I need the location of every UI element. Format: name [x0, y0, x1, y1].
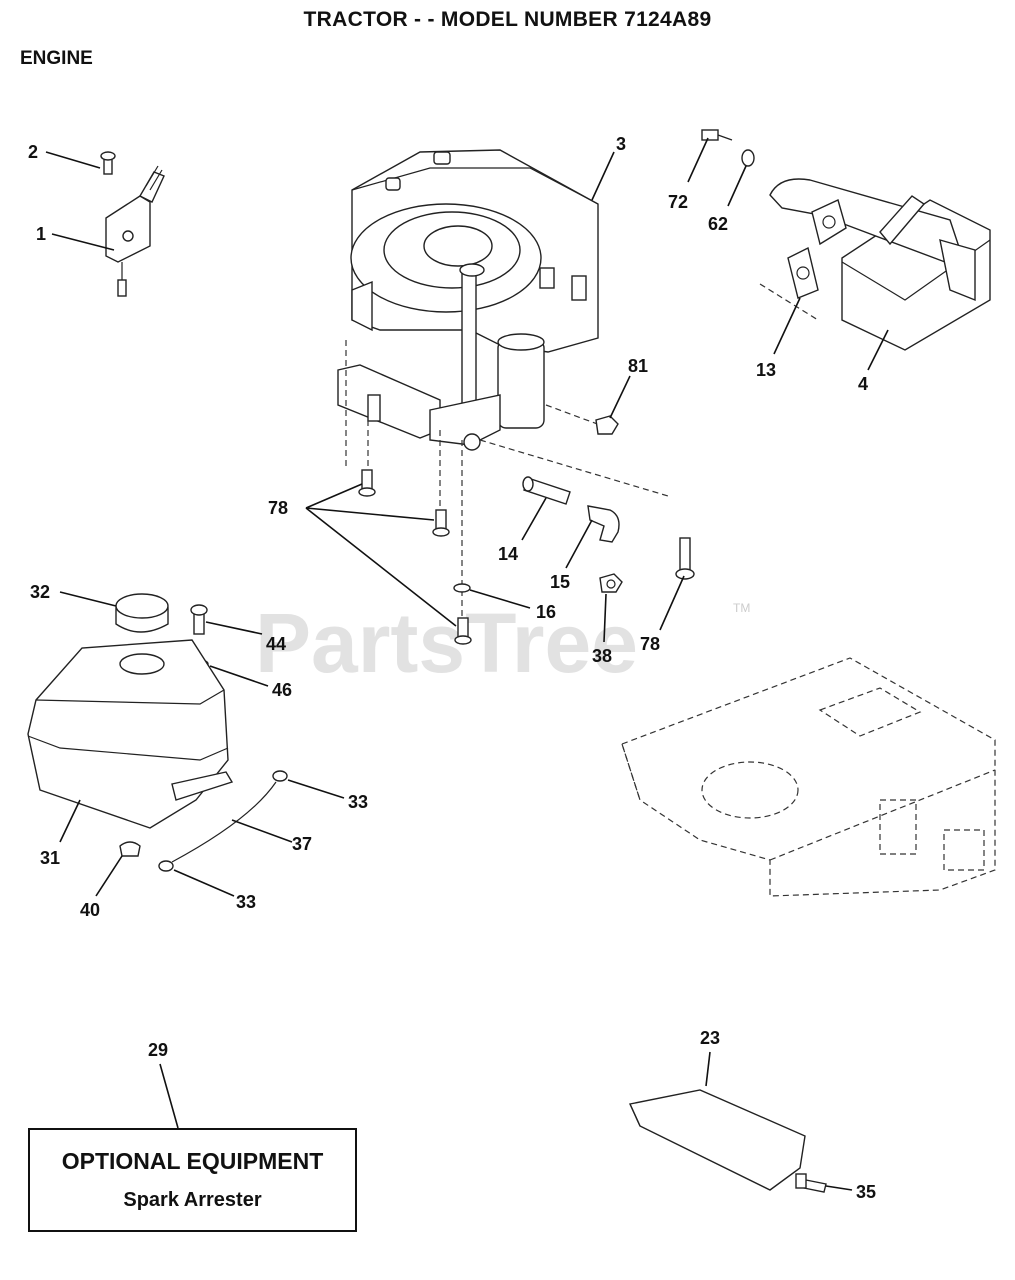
heat-shield-part [628, 1089, 806, 1191]
optional-equipment-item: Spark Arrester [123, 1189, 262, 1211]
section-title: ENGINE [20, 48, 93, 69]
clamp-33-lower-part [158, 860, 174, 872]
page-title: TRACTOR - - MODEL NUMBER 7124A89 [303, 8, 712, 31]
callout-78-group: 78 [268, 498, 288, 518]
gasket-62-part [741, 149, 755, 167]
optional-equipment-box: OPTIONAL EQUIPMENT Spark Arrester [28, 1128, 357, 1232]
callout-1: 1 [36, 224, 46, 244]
callout-33-lower: 33 [236, 892, 256, 912]
fuel-cap-part [115, 593, 169, 633]
engine-part [337, 149, 599, 470]
callout-72: 72 [668, 192, 688, 212]
gasket-13-part [787, 246, 819, 299]
callout-4: 4 [858, 374, 868, 394]
callout-13: 13 [756, 360, 776, 380]
chassis-frame-part [621, 657, 996, 897]
fuel-fittings-parts [522, 476, 620, 543]
watermark-trademark: TM [733, 601, 750, 615]
callout-33-upper: 33 [348, 792, 368, 812]
bolt-72-part [701, 129, 719, 141]
callout-23: 23 [700, 1028, 720, 1048]
muffler-part [769, 178, 991, 351]
callout-37: 37 [292, 834, 312, 854]
grommet-40-part [119, 841, 141, 857]
callout-44: 44 [266, 634, 286, 654]
callout-14: 14 [498, 544, 518, 564]
throttle-control-part [100, 151, 165, 297]
callout-3: 3 [616, 134, 626, 154]
callout-78-single: 78 [640, 634, 660, 654]
callout-32: 32 [30, 582, 50, 602]
callout-38: 38 [592, 646, 612, 666]
callout-46: 46 [272, 680, 292, 700]
callout-2: 2 [28, 142, 38, 162]
engine-bolt-parts [358, 469, 695, 645]
watermark-text: PartsTree [255, 596, 638, 690]
callout-40: 40 [80, 900, 100, 920]
optional-equipment-title: OPTIONAL EQUIPMENT [61, 1148, 324, 1174]
callout-62: 62 [708, 214, 728, 234]
callout-31: 31 [40, 848, 60, 868]
clamp-33-upper-part [272, 770, 288, 782]
washer-16-part [453, 583, 471, 593]
nut-81-part [595, 415, 619, 435]
callout-15: 15 [550, 572, 570, 592]
callout-29: 29 [148, 1040, 168, 1060]
callout-81: 81 [628, 356, 648, 376]
nut-38-part [599, 573, 623, 593]
callout-35: 35 [856, 1182, 876, 1202]
screw-35-part [795, 1173, 827, 1193]
fuel-tank-part [27, 639, 234, 829]
callout-16: 16 [536, 602, 556, 622]
